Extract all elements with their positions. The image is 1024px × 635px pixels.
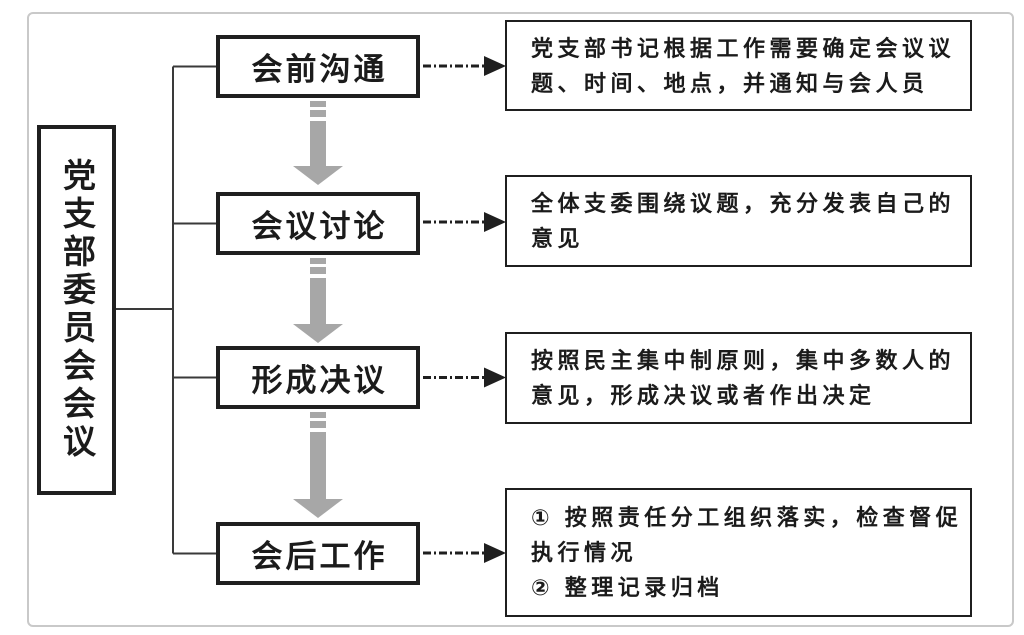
step-node-2: 会议讨论 [216, 192, 420, 255]
root-node-label: 党支部委员会会议 [58, 158, 96, 462]
step-node-label: 会前沟通 [251, 52, 388, 87]
step-description-text: ① 按照责任分工组织落实，检查督促执行情况 ② 整理记录归档 [531, 505, 963, 600]
step-node-4: 会后工作 [216, 522, 420, 585]
step-node-3: 形成决议 [216, 346, 420, 409]
step-description-1: 党支部书记根据工作需要确定会议议题、时间、地点，并通知与会人员 [505, 20, 972, 111]
step-description-3: 按照民主集中制原则，集中多数人的意见，形成决议或者作出决定 [505, 332, 972, 424]
frame-border [27, 12, 1014, 627]
step-node-label: 形成决议 [251, 363, 388, 398]
step-description-text: 全体支委围绕议题，充分发表自己的意见 [531, 191, 956, 251]
step-node-label: 会议讨论 [251, 209, 388, 244]
root-node: 党支部委员会会议 [37, 125, 116, 495]
step-description-text: 党支部书记根据工作需要确定会议议题、时间、地点，并通知与会人员 [531, 35, 956, 96]
step-description-text: 按照民主集中制原则，集中多数人的意见，形成决议或者作出决定 [531, 348, 956, 408]
step-node-label: 会后工作 [251, 539, 388, 574]
step-description-4: ① 按照责任分工组织落实，检查督促执行情况 ② 整理记录归档 [505, 488, 972, 617]
step-node-1: 会前沟通 [216, 35, 420, 98]
step-description-2: 全体支委围绕议题，充分发表自己的意见 [505, 175, 972, 267]
